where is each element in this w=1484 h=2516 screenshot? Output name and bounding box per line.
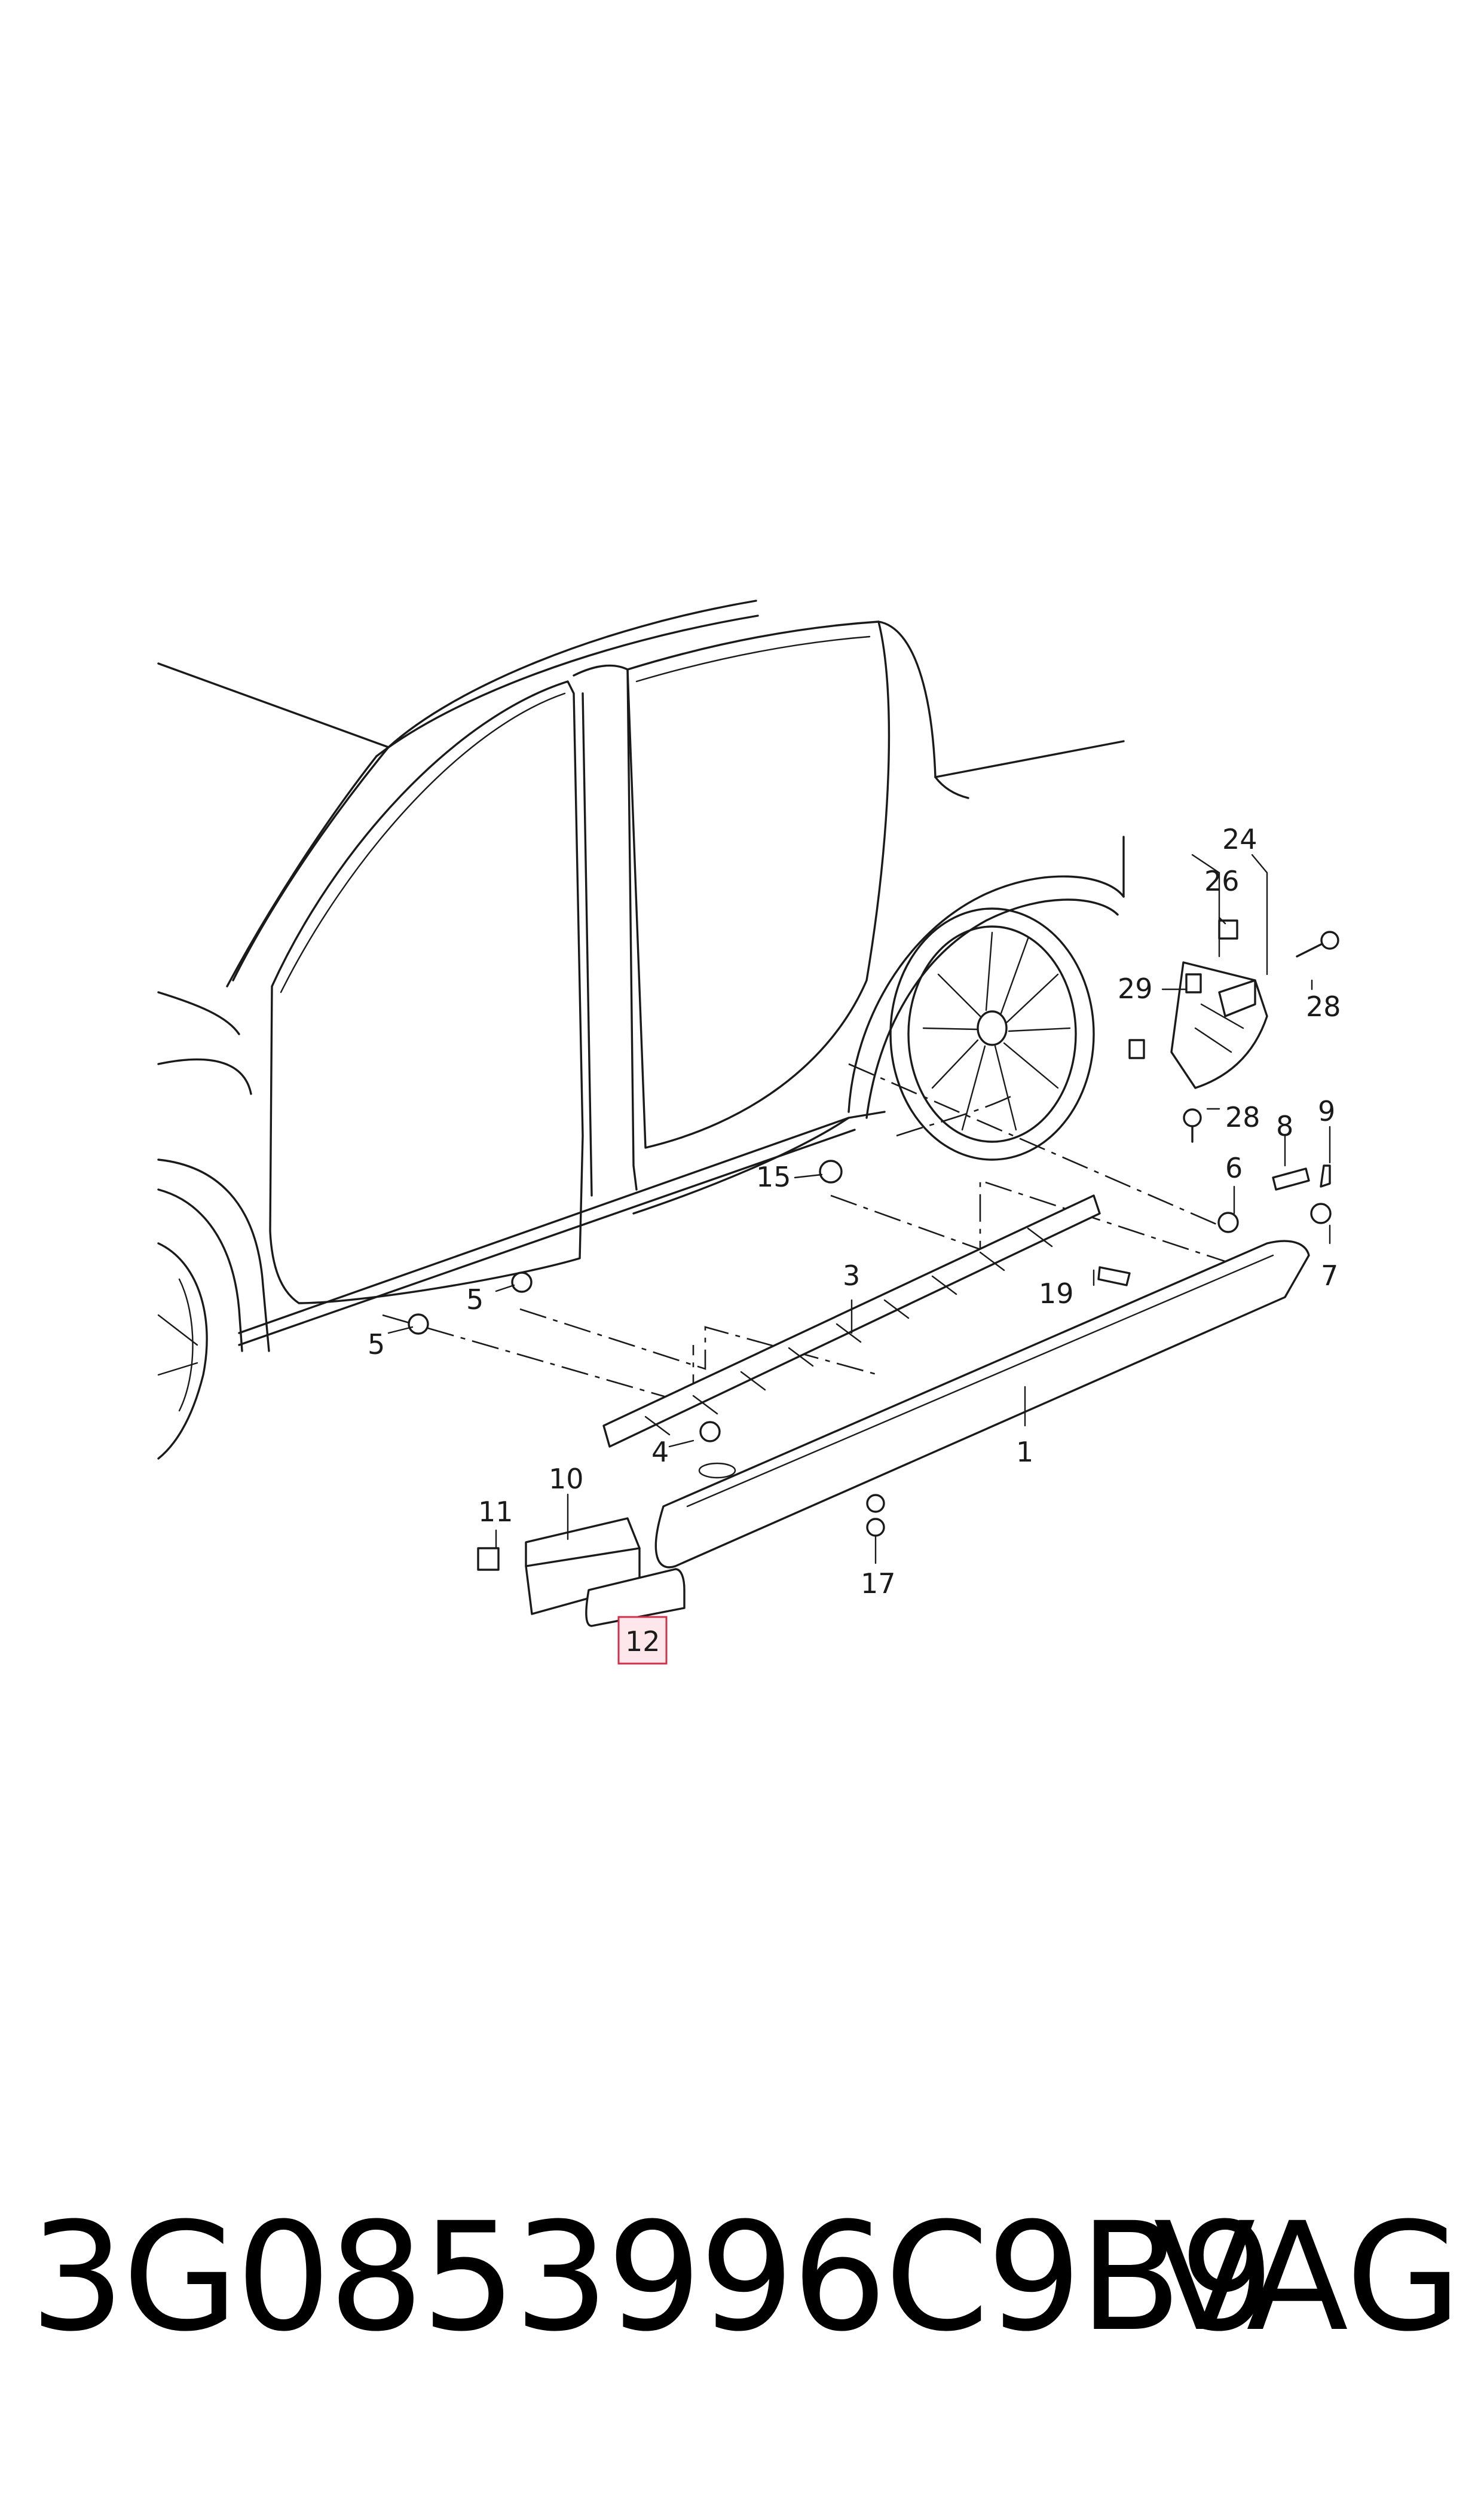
footer: 3G0853996C9B9 VAG [0,2188,1484,2367]
label-17: 17 [861,1567,896,1600]
label-15: 15 [756,1161,791,1193]
highlight-box-part-12 [617,1616,668,1665]
fasteners-4-5-15-17-19 [408,1160,1131,1537]
label-24: 24 [1222,823,1257,855]
label-9: 9 [1318,1095,1335,1127]
label-3: 3 [843,1259,860,1292]
trim-piece-part-12 [585,1568,686,1627]
part-number: 3G0853996C9B9 [30,2190,1274,2364]
label-5b: 5 [368,1328,385,1361]
label-19: 19 [1039,1277,1074,1310]
label-8: 8 [1276,1110,1293,1142]
end-cap-part-10 [525,1517,641,1615]
label-5a: 5 [466,1283,484,1316]
label-1: 1 [1016,1436,1033,1468]
label-6: 6 [1225,1152,1243,1184]
bolt-part-28 [1183,931,1339,1143]
label-12: 12 [625,1625,660,1658]
label-28a: 28 [1306,990,1341,1023]
sill-trim-part-1 [654,1240,1310,1569]
clip-part-29 [1128,973,1202,1059]
nut-part-26 [1218,919,1238,940]
label-10: 10 [549,1463,584,1495]
label-11: 11 [478,1496,513,1528]
clip-part-11 [477,1547,500,1571]
label-29: 29 [1118,973,1153,1005]
brand-name: VAG [1153,2190,1462,2364]
label-7: 7 [1321,1259,1338,1292]
leader-lines [387,854,1331,1636]
callout-labels: 1 3 4 5 5 6 7 8 9 10 11 12 15 17 19 24 2… [368,823,1341,1658]
label-4: 4 [651,1436,669,1468]
label-28b: 28 [1225,1101,1260,1133]
fasteners-6-7-8-9 [1217,1164,1332,1233]
car-body-outline [157,600,1125,1460]
label-26: 26 [1204,865,1240,897]
bracket-part-24 [1170,961,1268,1089]
